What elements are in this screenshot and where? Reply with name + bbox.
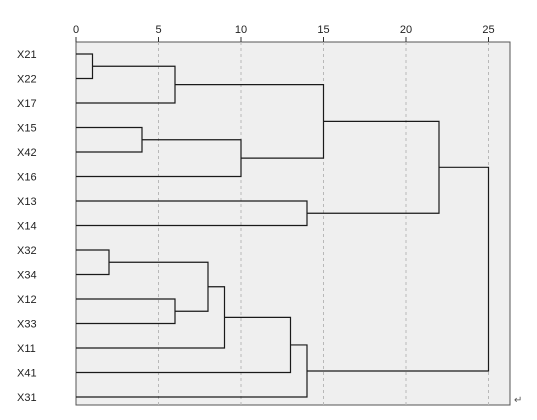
paragraph-return-mark: ↵ [514, 395, 523, 406]
leaf-label: X13 [17, 196, 37, 208]
leaf-label: X42 [17, 147, 37, 159]
leaf-label: X14 [17, 221, 37, 233]
x-tick-label: 20 [400, 24, 412, 36]
x-tick-label: 10 [235, 24, 247, 36]
x-tick-label: 5 [155, 24, 161, 36]
leaf-label: X21 [17, 49, 37, 61]
leaf-label: X15 [17, 123, 37, 135]
leaf-label: X33 [17, 319, 37, 331]
x-tick-label: 15 [317, 24, 329, 36]
leaf-label: X12 [17, 294, 37, 306]
x-tick-label: 0 [73, 24, 79, 36]
dendrogram-links [76, 53, 490, 398]
dendrogram-link [307, 166, 490, 372]
leaf-label: X31 [17, 392, 37, 404]
leaf-labels: X21X22X17X15X42X16X13X14X32X34X12X33X11X… [17, 49, 37, 404]
leaf-label: X22 [17, 74, 37, 86]
leaf-label: X17 [17, 98, 37, 110]
leaf-label: X32 [17, 245, 37, 257]
leaf-label: X11 [17, 343, 36, 355]
leaf-label: X34 [17, 270, 37, 282]
x-axis: 0 5 10 15 20 25 [73, 24, 495, 42]
x-tick-label: 25 [482, 24, 494, 36]
plot-area [75, 41, 511, 406]
leaf-label: X16 [17, 172, 37, 184]
leaf-label: X41 [17, 368, 37, 380]
